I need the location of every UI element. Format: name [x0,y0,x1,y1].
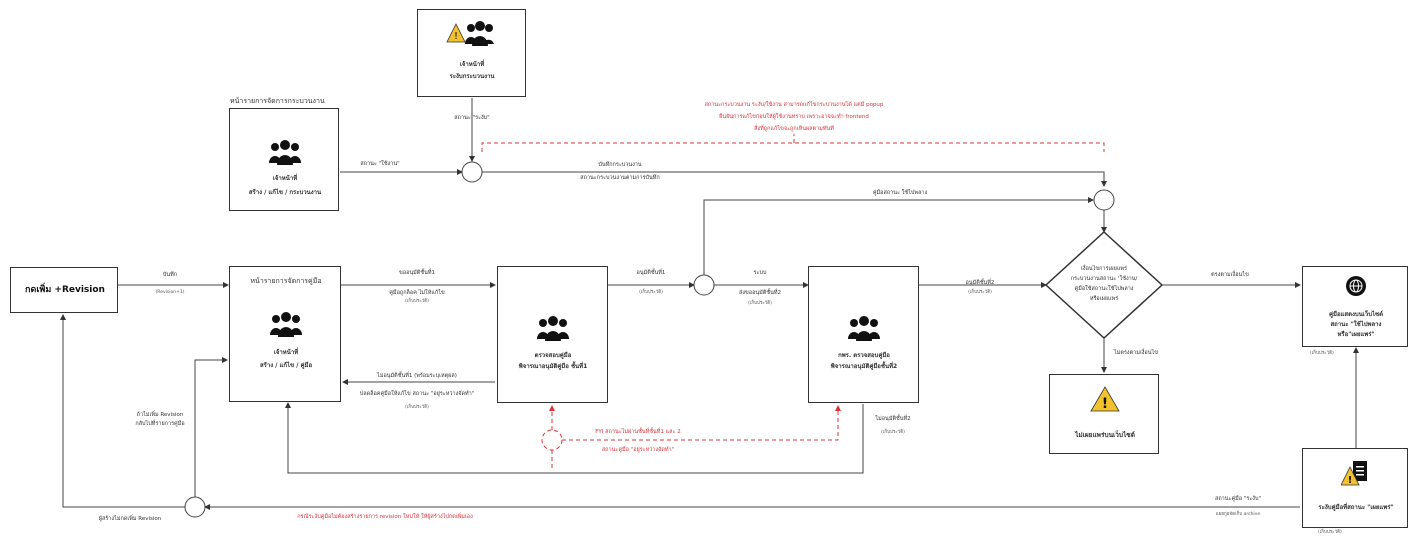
review2-line2: พิจารณาอนุมัติคู่มือชั้นที่2 [830,363,898,370]
junction-top [461,161,483,183]
suspend-process-box: ! เจ้าหน้าที่ ระงับกระบวนงาน [417,9,526,97]
review2-line1: กพร. ตรวจสอบคู่มือ [838,352,890,359]
svg-text:!: ! [1102,396,1108,412]
label-system3: (เก็บประวัติ) [748,301,772,306]
note-top-red1: สถานะกระบวนงาน ระงับ/ใช้งาน สามารถแก้ไขก… [704,102,884,108]
note-bottom-red: กรณีระงับคู่มือไม่ต้องสร้างรายการ revisi… [297,514,473,520]
published-note: (เก็บประวัติ) [1310,351,1334,356]
published-box: คู่มือแสดงบนเว็บไซต์ สถานะ "ใช้ไปพลาง หร… [1302,266,1408,347]
review2-box: กพร. ตรวจสอบคู่มือ พิจารณาอนุมัติคู่มือช… [808,266,919,403]
manual-mgmt-box: หน้ารายการจัดการคู่มือ เจ้าหน้าที่ สร้าง… [229,266,341,402]
suspend-manual-box: ! ระงับคู่มือที่สถานะ "เผยแพร่" [1302,448,1408,528]
label-system2: ส่งขออนุมัติชั้นที่2 [739,290,781,296]
edge-revision-back [194,357,228,497]
label-status-suspend: สถานะ "ระงับ" [454,115,490,121]
decision-diamond [1044,230,1164,340]
label-status-active: สถานะ "ใช้งาน" [360,161,400,167]
review1-line1: ตรวจสอบคู่มือ [534,352,572,359]
proc-mgmt-role: เจ้าหน้าที่ [272,175,298,182]
fyi-up-2 [562,405,841,441]
note-mid-red1: FYI สถานะไม่ผ่านชั้นที่ชั้นที่1 และ 2 [595,429,681,435]
people-icon [847,315,881,347]
proc-mgmt-box: เจ้าหน้าที่ สร้าง / แก้ไข / กระบวนงาน [229,108,339,211]
people-icon [268,139,302,171]
edge-manual-in-use [703,197,1094,275]
label-reject1c: (เก็บประวัติ) [405,405,429,410]
not-published-box: ! ไม่เผยแพร่บนเว็บไซต์ [1049,374,1159,454]
label-save-proc2: สถานะกระบวนงานตามการบันทึก [580,175,660,181]
manual-mgmt-actions: สร้าง / แก้ไข / คู่มือ [259,362,313,369]
decision-line4: หรือเผยแพร่ [1089,296,1119,302]
label-approve1: อนุมัติชั้นที่1 [636,270,666,276]
proc-mgmt-actions: สร้าง / แก้ไข / กระบวนงาน [248,189,322,196]
proc-mgmt-title: หน้ารายการจัดการกระบวนงาน [230,97,325,105]
decision-line2: กระบวนงานสถานะ 'ใช้งาน/ [1070,276,1138,282]
junction-bottom [184,496,206,518]
label-manual-in-use: คู่มือสถานะ ใช้ไปพลาง [872,190,928,196]
globe-icon [1345,275,1367,301]
top-dashed-bracket [481,142,1105,152]
manual-mgmt-title: หน้ารายการจัดการคู่มือ [250,277,322,285]
review1-line2: พิจารณาอนุมัติคู่มือ ชั้นที่1 [518,363,588,370]
label-save: บันทึก [162,272,178,278]
label-revision-back2: กลับไปที่รายการคู่มือ [135,421,185,427]
people-icon [269,311,303,343]
label-suspend-status: สถานะคู่มือ "ระงับ" [1215,496,1261,502]
label-system1: ระบบ [753,270,767,276]
manual-mgmt-role: เจ้าหน้าที่ [273,349,299,356]
edge-user-add-rev [60,314,185,508]
suspend-manual-label: ระงับคู่มือที่สถานะ "เผยแพร่" [1318,504,1394,511]
label-fail: ไม่ตรงตามเงื่อนไข [1113,350,1159,356]
suspend-manual-note: (เก็บประวัติ) [1318,530,1342,535]
label-approve2: อนุมัติชั้นที่2 [965,280,995,286]
label-approve1b: (เก็บประวัติ) [639,290,663,295]
label-revision: (Revision+1) [155,290,185,295]
label-user-add-rev: ผู้สร้างไม่กดเพิ่ม Revision [98,516,162,522]
published-line3: หรือ"เผยแพร่" [1337,331,1375,338]
warning-people-icon: ! [446,20,494,52]
fyi-circle [541,429,563,451]
label-reject1b: ปลดล็อคคู่มือให้แก้ไข สถานะ "อยู่ระหว่าง… [359,391,475,397]
svg-text:!: ! [1348,475,1353,486]
review1-box: ตรวจสอบคู่มือ พิจารณาอนุมัติคู่มือ ชั้นท… [497,266,608,403]
published-line2: สถานะ "ใช้ไปพลาง [1330,321,1382,328]
add-revision-box: กดเพิ่ม +Revision [10,267,118,313]
label-request1c: (เก็บประวัติ) [405,299,429,304]
note-top-red3: สิ่งที่ถูกแก้ไขจะถูกเห็นผลตามทันที [754,126,834,132]
label-reject1a: ไม่อนุมัติชั้นที่1 (พร้อมระบุเหตุผล) [377,373,457,379]
warning-icon: ! [1090,385,1120,417]
suspend-action: ระงับกระบวนงาน [449,73,495,80]
people-icon [536,315,570,347]
edge-save-proc [482,171,1107,187]
junction-right [1093,189,1115,211]
label-request1: ขออนุมัติชั้นที่1 [399,270,435,276]
suspend-role: เจ้าหน้าที่ [459,61,485,68]
label-save-proc1: บันทึกกระบวนงาน [598,162,642,168]
not-published-label: ไม่เผยแพร่บนเว็บไซต์ [1075,431,1135,439]
add-revision-label: กดเพิ่ม +Revision [25,285,105,295]
svg-text:!: ! [454,31,458,42]
label-approve2b: (เก็บประวัติ) [968,290,992,295]
edge-reject2 [285,402,864,474]
decision-line1: เงื่อนไขการเผยแพร่ [1081,266,1127,272]
label-request1b: คู่มือถูกล็อค ไม่ให้แก้ไข [389,290,445,296]
note-top-red2: ยืนยันการแก้ไขก่อนให้ผู้ใช้งานทราบ เพราะ… [719,114,869,120]
note-mid-red2: สถานะคู่มือ "อยู่ระหว่างจัดทำ" [601,447,675,453]
label-reject2a: ไม่อนุมัติชั้นที่2 [875,416,911,422]
published-line1: คู่มือแสดงบนเว็บไซต์ [1328,311,1384,318]
junction-mid [693,274,715,296]
label-pass: ตรงตามเงื่อนไข [1211,272,1249,278]
warning-document-icon: ! [1340,459,1371,491]
label-reject2b: (เก็บประวัติ) [881,430,905,435]
label-suspend-note: แผยกู่อจัดเก็บ archive [1215,512,1261,517]
decision-line3: คู่มือใช้สถานะใช้ไปพลาง [1074,286,1134,292]
label-revision-back1: ถ้าไม่เพิ่ม Revision [136,412,184,418]
